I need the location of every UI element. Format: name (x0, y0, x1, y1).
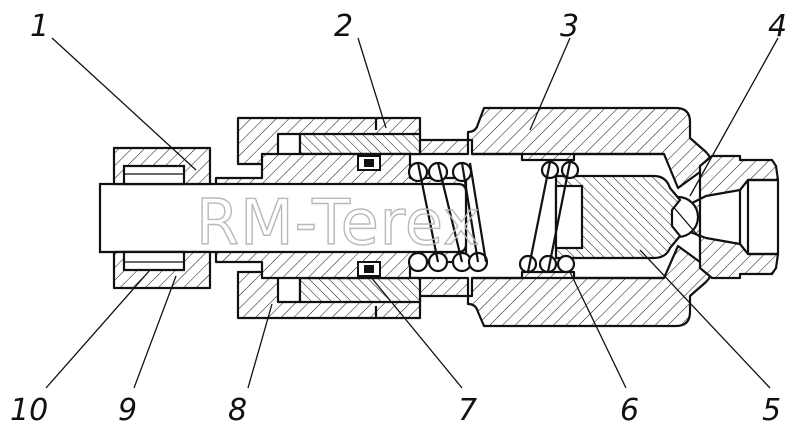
ring-9-lower (122, 250, 186, 272)
end-fitting-4 (688, 154, 780, 280)
callout-1: 1 (30, 9, 49, 44)
callout-10: 10 (10, 393, 48, 428)
body-upper (466, 106, 714, 190)
callout-2: 2 (334, 9, 353, 44)
fitting-tip (738, 178, 780, 256)
callout-4: 4 (768, 9, 787, 44)
leader-lines (45, 37, 779, 389)
spring (407, 161, 489, 273)
callout-8: 8 (228, 393, 247, 428)
callout-9: 9 (118, 393, 137, 428)
guide-upper (298, 132, 422, 156)
callout-5: 5 (762, 393, 781, 428)
piston-5 (554, 174, 682, 260)
spring-6 (518, 160, 580, 274)
guide-lower (298, 276, 422, 304)
body-lower (466, 244, 714, 328)
callout-6: 6 (620, 393, 639, 428)
callout-3: 3 (560, 9, 579, 44)
callout-7: 7 (458, 393, 477, 428)
ring-9-upper (122, 164, 186, 186)
watermark-text: RM-Terex (196, 186, 481, 259)
